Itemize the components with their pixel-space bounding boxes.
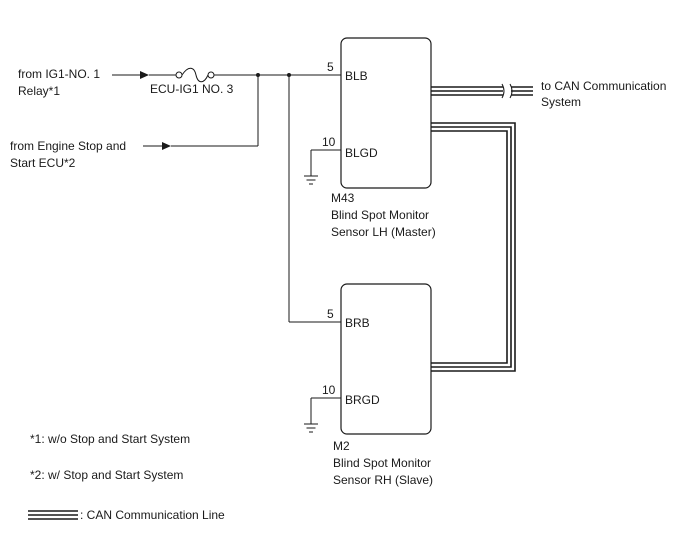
master-power-pin: 5 xyxy=(327,60,334,74)
fuse-symbol xyxy=(175,67,215,83)
arrow-right-icon xyxy=(162,142,171,150)
can-destination-line2: System xyxy=(541,95,581,109)
master-ground-label: BLGD xyxy=(345,146,378,160)
source-ecu-line2: Start ECU*2 xyxy=(10,156,76,170)
legend-can-symbol xyxy=(28,510,78,520)
slave-id: M2 xyxy=(333,439,350,453)
slave-ground-pin: 10 xyxy=(322,383,336,397)
master-power-label: BLB xyxy=(345,69,368,83)
master-id: M43 xyxy=(331,191,355,205)
note-1: *1: w/o Stop and Start System xyxy=(30,432,190,446)
ig1-input-wire xyxy=(112,71,176,79)
slave-name-line2: Sensor RH (Slave) xyxy=(333,473,433,487)
arrow-right-icon xyxy=(140,71,149,79)
power-wire-slave xyxy=(288,75,341,323)
master-sensor-box xyxy=(340,37,432,189)
source-ig1-line2: Relay*1 xyxy=(18,84,60,98)
master-ground-pin: 10 xyxy=(322,135,336,149)
fuse-label: ECU-IG1 NO. 3 xyxy=(150,82,234,96)
ground-icon xyxy=(304,149,341,185)
slave-power-label: BRB xyxy=(345,316,370,330)
can-line-between-sensors xyxy=(431,122,516,372)
ground-icon xyxy=(304,397,341,433)
note-2: *2: w/ Stop and Start System xyxy=(30,468,183,482)
master-name-line1: Blind Spot Monitor xyxy=(331,208,429,222)
slave-sensor-box xyxy=(340,283,432,435)
source-ig1-line1: from IG1-NO. 1 xyxy=(18,67,100,81)
legend-can-label: : CAN Communication Line xyxy=(80,508,225,522)
can-line-external xyxy=(431,83,533,99)
ecu-input-wire xyxy=(143,75,259,150)
master-name-line2: Sensor LH (Master) xyxy=(331,225,436,239)
slave-ground-label: BRGD xyxy=(345,393,380,407)
source-ecu-line1: from Engine Stop and xyxy=(10,139,126,153)
can-destination-line1: to CAN Communication xyxy=(541,79,666,93)
slave-name-line1: Blind Spot Monitor xyxy=(333,456,431,470)
slave-power-pin: 5 xyxy=(327,307,334,321)
